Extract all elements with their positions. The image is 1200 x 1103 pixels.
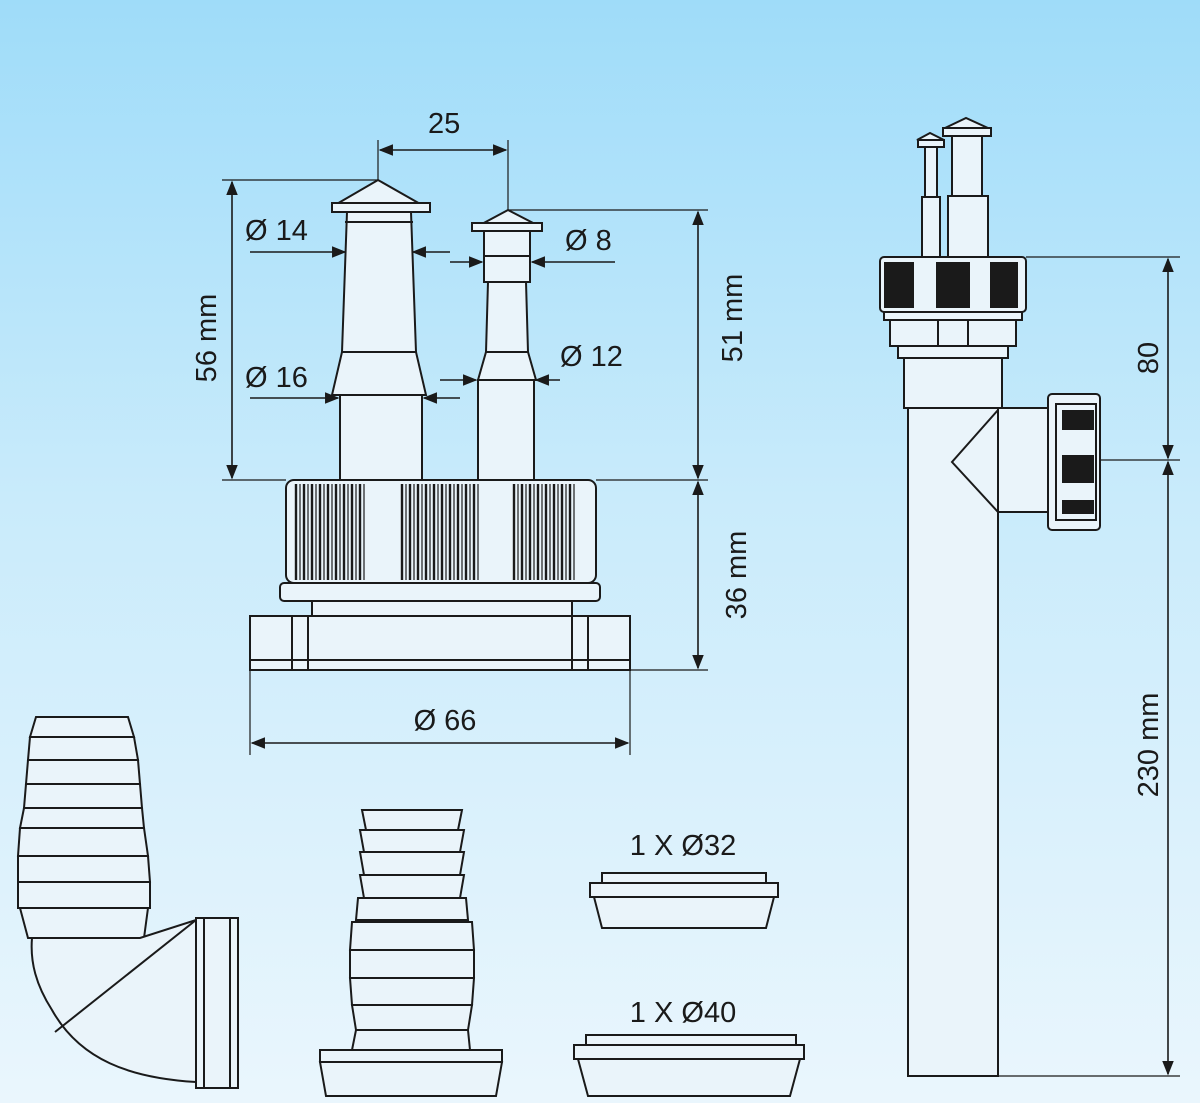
pipe-side-view bbox=[879, 116, 1101, 1077]
diameter-12-label: Ø 12 bbox=[560, 341, 623, 373]
ring-40-label: 1 X Ø40 bbox=[630, 997, 736, 1029]
center-dimensions bbox=[222, 140, 708, 755]
adapter-front-view bbox=[249, 178, 631, 671]
height-51-label: 51 mm bbox=[717, 274, 749, 363]
diameter-14-label: Ø 14 bbox=[245, 215, 308, 247]
diameter-16-label: Ø 16 bbox=[245, 362, 308, 394]
height-230-label: 230 mm bbox=[1133, 693, 1165, 798]
pipe-dimensions bbox=[998, 256, 1180, 1077]
straight-hose-connector bbox=[318, 809, 504, 1097]
left-nozzle bbox=[330, 178, 431, 481]
ring-32 bbox=[589, 872, 779, 929]
height-80-label: 80 bbox=[1133, 342, 1165, 374]
diameter-66-label: Ø 66 bbox=[414, 705, 477, 737]
right-nozzle bbox=[471, 208, 543, 481]
ring-40 bbox=[573, 1034, 805, 1097]
height-56-label: 56 mm bbox=[191, 294, 223, 383]
spacing-label: 25 bbox=[428, 108, 460, 140]
base-flange bbox=[249, 615, 631, 671]
diameter-8-label: Ø 8 bbox=[565, 225, 612, 257]
ring-32-label: 1 X Ø32 bbox=[630, 830, 736, 862]
elbow-hose-connector bbox=[16, 716, 239, 1089]
threaded-nut bbox=[279, 479, 601, 617]
height-36-label: 36 mm bbox=[721, 531, 753, 620]
